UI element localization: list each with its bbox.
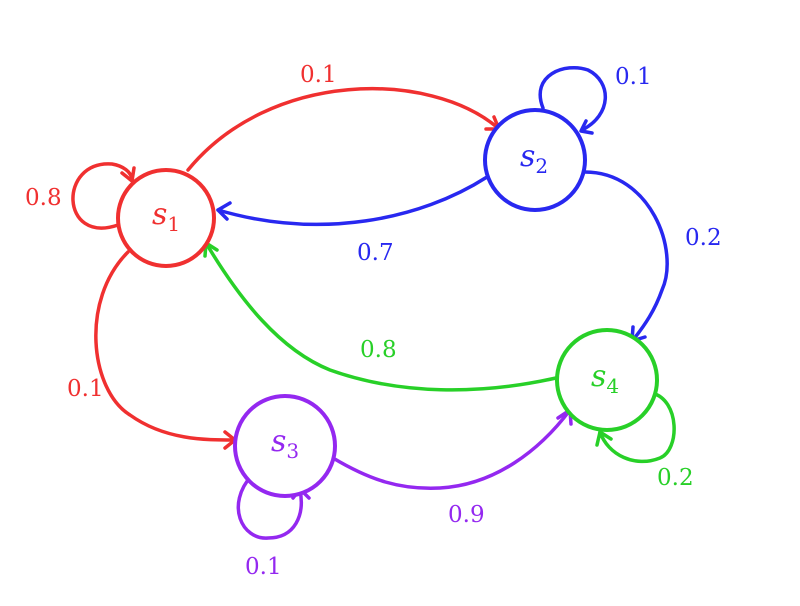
prob-label-s2-s2: 0.1 (615, 64, 652, 90)
state-s1-label: s1 (152, 197, 180, 236)
edge-s2-s1 (216, 175, 489, 227)
state-s4: s4 (555, 328, 659, 432)
state-s3-circle (233, 394, 337, 498)
state-s4-label: s4 (591, 359, 619, 398)
probability-labels: 0.8 0.1 0.1 0.1 0.7 0.2 0.1 0.9 0.2 0.8 (25, 62, 722, 580)
state-s3: s3 (233, 394, 337, 498)
prob-label-s4-s1: 0.8 (360, 337, 397, 363)
prob-label-s1-s2: 0.1 (300, 62, 337, 88)
arrowhead-s4-s4 (595, 430, 613, 447)
state-s2: s2 (483, 108, 587, 212)
arrowhead-s2-s2 (579, 119, 594, 135)
arrowhead-s2-s1 (216, 201, 232, 221)
states: s1 s2 s3 s4 (116, 108, 659, 498)
state-s4-circle (555, 328, 659, 432)
prob-label-s3-s3: 0.1 (245, 554, 282, 580)
edge-s4-s1 (204, 241, 558, 392)
prob-label-s2-s4: 0.2 (685, 225, 722, 251)
prob-label-s2-s1: 0.7 (357, 240, 394, 266)
prob-label-s1-s1: 0.8 (25, 185, 62, 211)
edge-s2-s2 (538, 65, 607, 132)
prob-label-s1-s3: 0.1 (67, 376, 104, 402)
edge-s3-s3 (236, 473, 303, 540)
prob-label-s3-s4: 0.9 (448, 502, 485, 528)
state-s1-circle (116, 168, 216, 268)
state-s3-label: s3 (271, 424, 299, 463)
transitions (71, 65, 676, 540)
edge-s1-s1 (71, 162, 134, 230)
state-s1: s1 (116, 168, 216, 268)
edge-s2-s4 (583, 170, 669, 342)
edge-s3-s4 (331, 408, 572, 490)
edge-s4-s4 (598, 391, 676, 464)
edge-s1-s2 (186, 87, 500, 172)
prob-label-s4-s4: 0.2 (657, 465, 694, 491)
state-s2-circle (483, 108, 587, 212)
edge-s1-s3 (94, 250, 236, 442)
arrowhead-s1-s1 (120, 166, 136, 183)
state-s2-label: s2 (520, 139, 548, 178)
